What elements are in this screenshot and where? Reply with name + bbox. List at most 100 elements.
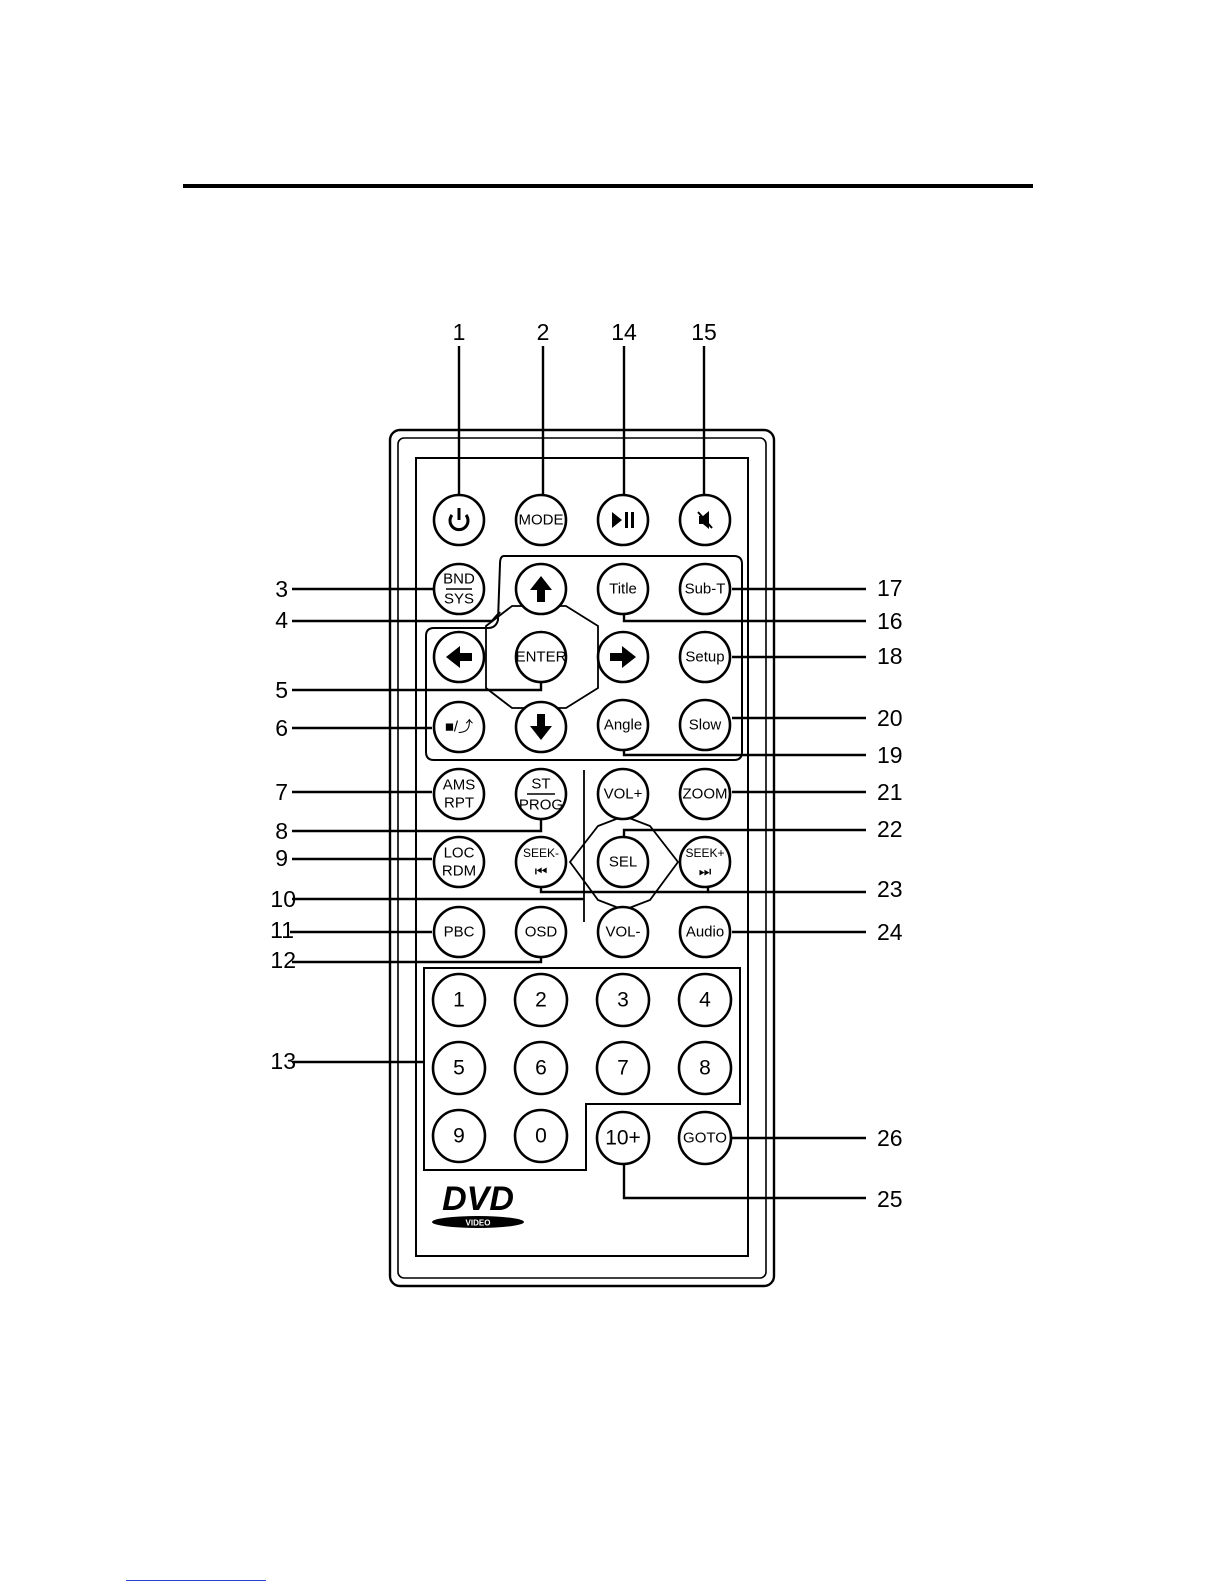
zoom-button[interactable]: ZOOM: [680, 769, 730, 819]
vol-plus-label: VOL+: [604, 786, 643, 803]
audio-label: Audio: [686, 924, 724, 941]
number-5-label: 5: [453, 1057, 465, 1080]
callout-21: 21: [877, 779, 903, 805]
vol-minus-button[interactable]: VOL-: [598, 907, 648, 957]
stop-return-button[interactable]: ■/⤴: [434, 702, 484, 752]
seek-plus-label: SEEK+: [685, 846, 724, 860]
callout-4: 4: [275, 607, 288, 633]
rdm-label: RDM: [442, 863, 476, 880]
mode-label: MODE: [519, 512, 564, 529]
bnd-sys-button[interactable]: BND SYS: [434, 564, 484, 614]
number-3-label: 3: [617, 989, 629, 1012]
callout-2: 2: [537, 319, 550, 345]
skip-back-icon: ⏮: [535, 863, 548, 879]
callout-5: 5: [275, 677, 288, 703]
zoom-label: ZOOM: [683, 786, 728, 803]
callout-23: 23: [877, 876, 903, 902]
slow-button[interactable]: Slow: [680, 700, 730, 750]
goto-label: GOTO: [683, 1130, 727, 1147]
number-4-button[interactable]: 4: [679, 974, 731, 1026]
sub-t-button[interactable]: Sub-T: [680, 564, 730, 614]
prog-label: PROG: [519, 797, 563, 814]
mute-button[interactable]: [680, 495, 730, 545]
callout-18: 18: [877, 643, 903, 669]
seek-minus-button[interactable]: SEEK- ⏮: [516, 837, 566, 887]
number-2-button[interactable]: 2: [515, 974, 567, 1026]
pbc-button[interactable]: PBC: [434, 907, 484, 957]
play-pause-button[interactable]: [598, 495, 648, 545]
number-7-button[interactable]: 7: [597, 1042, 649, 1094]
callout-22: 22: [877, 816, 903, 842]
audio-button[interactable]: Audio: [680, 907, 730, 957]
title-button[interactable]: Title: [598, 564, 648, 614]
angle-label: Angle: [604, 717, 642, 734]
callout-26: 26: [877, 1125, 903, 1151]
callout-6: 6: [275, 715, 288, 741]
number-0-button[interactable]: 0: [515, 1110, 567, 1162]
ams-rpt-button[interactable]: AMS RPT: [434, 769, 484, 819]
skip-forward-icon: ⏭: [699, 863, 712, 879]
number-1-button[interactable]: 1: [433, 974, 485, 1026]
osd-label: OSD: [525, 924, 558, 941]
up-button[interactable]: [516, 564, 566, 614]
callout-7: 7: [275, 779, 288, 805]
angle-button[interactable]: Angle: [598, 700, 648, 750]
callout-14: 14: [611, 319, 637, 345]
rpt-label: RPT: [444, 795, 474, 812]
vol-minus-label: VOL-: [605, 924, 640, 941]
number-9-button[interactable]: 9: [433, 1110, 485, 1162]
loc-rdm-button[interactable]: LOC RDM: [434, 837, 484, 887]
video-logo-text: VIDEO: [466, 1219, 491, 1228]
enter-button[interactable]: ENTER: [516, 632, 567, 682]
pbc-label: PBC: [444, 924, 475, 941]
callout-24: 24: [877, 919, 903, 945]
number-4-label: 4: [699, 989, 711, 1012]
callout-17: 17: [877, 575, 903, 601]
mode-button[interactable]: MODE: [516, 495, 566, 545]
ams-label: AMS: [443, 777, 476, 794]
sub-t-label: Sub-T: [685, 581, 726, 598]
callout-19: 19: [877, 742, 903, 768]
power-button[interactable]: [434, 495, 484, 545]
callout-8: 8: [275, 818, 288, 844]
goto-button[interactable]: GOTO: [679, 1112, 731, 1164]
st-prog-button[interactable]: ST PROG: [516, 769, 566, 819]
dvd-video-logo: DVD VIDEO: [432, 1180, 524, 1228]
number-3-button[interactable]: 3: [597, 974, 649, 1026]
number-0-label: 0: [535, 1125, 547, 1148]
callout-16: 16: [877, 608, 903, 634]
number-8-button[interactable]: 8: [679, 1042, 731, 1094]
leader-lines: [290, 346, 866, 1198]
sel-label: SEL: [609, 854, 637, 871]
seek-plus-button[interactable]: SEEK+ ⏭: [680, 837, 730, 887]
callout-1: 1: [453, 319, 466, 345]
dvd-logo-text: DVD: [442, 1180, 514, 1218]
number-1-label: 1: [453, 989, 465, 1012]
number-5-button[interactable]: 5: [433, 1042, 485, 1094]
callout-numbers: 1 2 14 15 3 4 5 6 7 8 9 10 11 12 13 17 1…: [270, 319, 903, 1212]
callout-10: 10: [270, 886, 296, 912]
number-9-label: 9: [453, 1125, 465, 1148]
right-button[interactable]: [598, 632, 648, 682]
setup-button[interactable]: Setup: [680, 632, 730, 682]
callout-15: 15: [691, 319, 717, 345]
ten-plus-button[interactable]: 10+: [597, 1112, 649, 1164]
setup-label: Setup: [685, 649, 724, 666]
enter-label: ENTER: [516, 649, 567, 666]
number-7-label: 7: [617, 1057, 629, 1080]
number-6-button[interactable]: 6: [515, 1042, 567, 1094]
vol-plus-button[interactable]: VOL+: [598, 769, 648, 819]
sel-button[interactable]: SEL: [598, 837, 648, 887]
number-6-label: 6: [535, 1057, 547, 1080]
number-2-label: 2: [535, 989, 547, 1012]
slow-label: Slow: [689, 717, 722, 734]
number-8-label: 8: [699, 1057, 711, 1080]
left-button[interactable]: [434, 632, 484, 682]
seek-minus-label: SEEK-: [523, 846, 559, 860]
title-label: Title: [609, 581, 637, 598]
down-button[interactable]: [516, 702, 566, 752]
bottom-link-underline: [126, 1580, 266, 1581]
osd-button[interactable]: OSD: [516, 907, 566, 957]
callout-13: 13: [270, 1048, 296, 1074]
